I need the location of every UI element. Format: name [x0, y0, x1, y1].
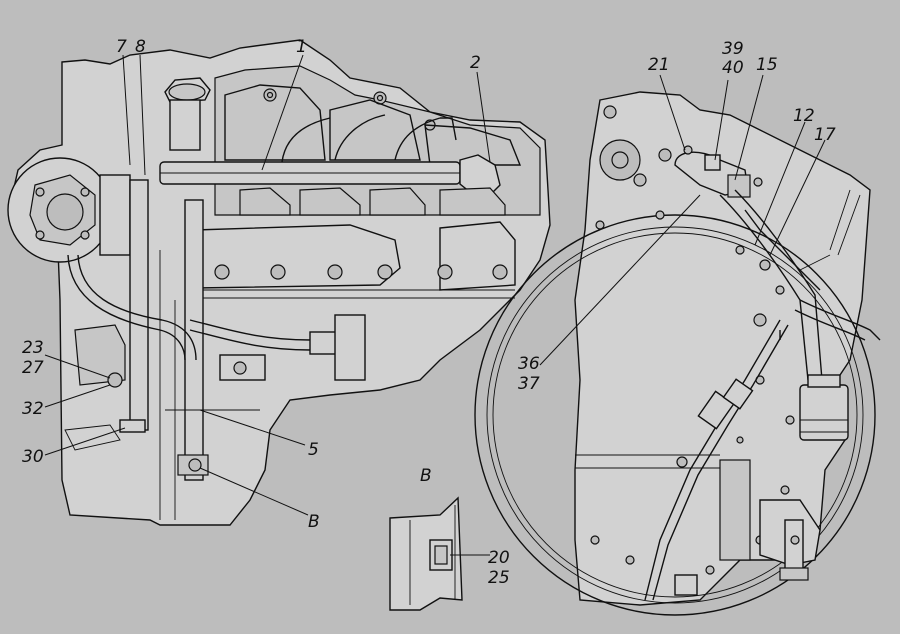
callout-12: 12: [793, 106, 815, 126]
side-bar: [794, 299, 881, 341]
callout-1: 1: [296, 37, 307, 57]
callout-39: 39: [722, 39, 744, 59]
fuel-rail: [159, 114, 501, 196]
flywheel-ring: [474, 214, 876, 616]
callout-40: 40: [722, 58, 744, 78]
callout-36: 36: [518, 354, 540, 374]
oil-filler-cap: [164, 77, 211, 151]
lower-cover: [575, 454, 751, 596]
callout-7: 7: [116, 37, 127, 57]
callout-23: 23: [22, 338, 44, 358]
callout-b: В: [308, 512, 320, 532]
flywheel-housing-view: [474, 91, 881, 616]
callout-20: 20: [488, 548, 510, 568]
callout-17: 17: [814, 125, 836, 145]
callout-27: 27: [22, 358, 44, 378]
exhaust-manifold: [194, 221, 516, 299]
intake-runners: [239, 187, 506, 216]
callout-15: 15: [756, 55, 778, 75]
callout-30: 30: [22, 447, 44, 467]
callout-5: 5: [308, 440, 319, 460]
view-label-b: В: [420, 466, 432, 486]
callout-8: 8: [135, 37, 146, 57]
head-bolts: [263, 88, 436, 131]
turbocharger: [7, 157, 131, 263]
callout-32: 32: [22, 399, 44, 419]
upper-components: [599, 105, 763, 198]
control-rod: [644, 319, 789, 601]
leader-lines: [44, 54, 826, 556]
oil-filter: [799, 374, 849, 441]
housing-bolts: [590, 210, 795, 575]
callout-2: 2: [470, 53, 481, 73]
detail-view-b: [389, 496, 463, 611]
turbo-oil-line: [67, 254, 339, 361]
callout-25: 25: [488, 568, 510, 588]
engine-side-view: [7, 39, 551, 526]
callout-37: 37: [518, 374, 540, 394]
starter: [759, 499, 821, 581]
callout-21: 21: [648, 55, 670, 75]
lower-block: [64, 314, 366, 451]
callout-labels: 1 2 5 7 8 12 15 17 20 21 23 25 27 30 32 …: [22, 37, 836, 588]
